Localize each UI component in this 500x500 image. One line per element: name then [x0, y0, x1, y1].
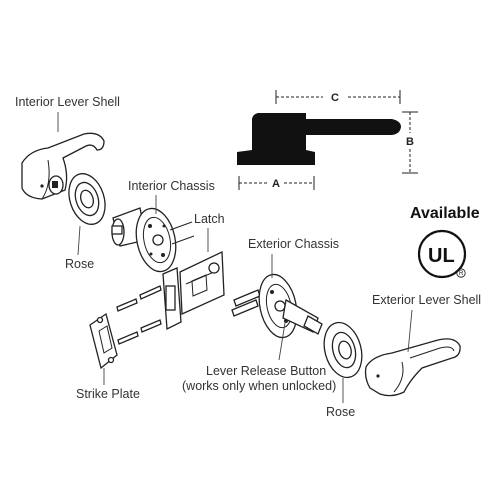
lever-release-button-note: (works only when unlocked)	[182, 379, 336, 393]
ul-registered-symbol: R	[459, 271, 464, 277]
rose-right	[323, 321, 363, 379]
strike-plate	[89, 312, 118, 370]
dimension-c-label: C	[331, 92, 339, 104]
interior-chassis	[111, 207, 195, 273]
latch	[162, 250, 225, 331]
ul-listing-mark: UL R	[417, 229, 467, 279]
exterior-lever-shell-label: Exterior Lever Shell	[372, 293, 481, 307]
rose-left	[68, 173, 106, 225]
strike-plate-label: Strike Plate	[76, 387, 140, 401]
interior-lever-shell-label: Interior Lever Shell	[15, 95, 120, 109]
lever-release-button-label: Lever Release Button	[206, 364, 326, 378]
rose-left-label: Rose	[65, 257, 94, 271]
exterior-chassis-label: Exterior Chassis	[248, 237, 339, 251]
ul-mark-text: UL	[428, 245, 455, 267]
exterior-chassis	[231, 273, 323, 339]
interior-lever-shell	[21, 132, 105, 200]
dimension-b-label: B	[406, 136, 414, 148]
interior-chassis-label: Interior Chassis	[128, 179, 215, 193]
dimension-a-label: A	[272, 178, 280, 190]
latch-label: Latch	[194, 212, 225, 226]
chassis-screws	[116, 285, 162, 345]
exterior-lever-shell	[364, 338, 461, 397]
available-label: Available	[410, 205, 480, 222]
lever-dimension-drawing: C B A	[237, 90, 418, 190]
lever-silhouette	[237, 113, 401, 165]
rose-right-label: Rose	[326, 405, 355, 419]
